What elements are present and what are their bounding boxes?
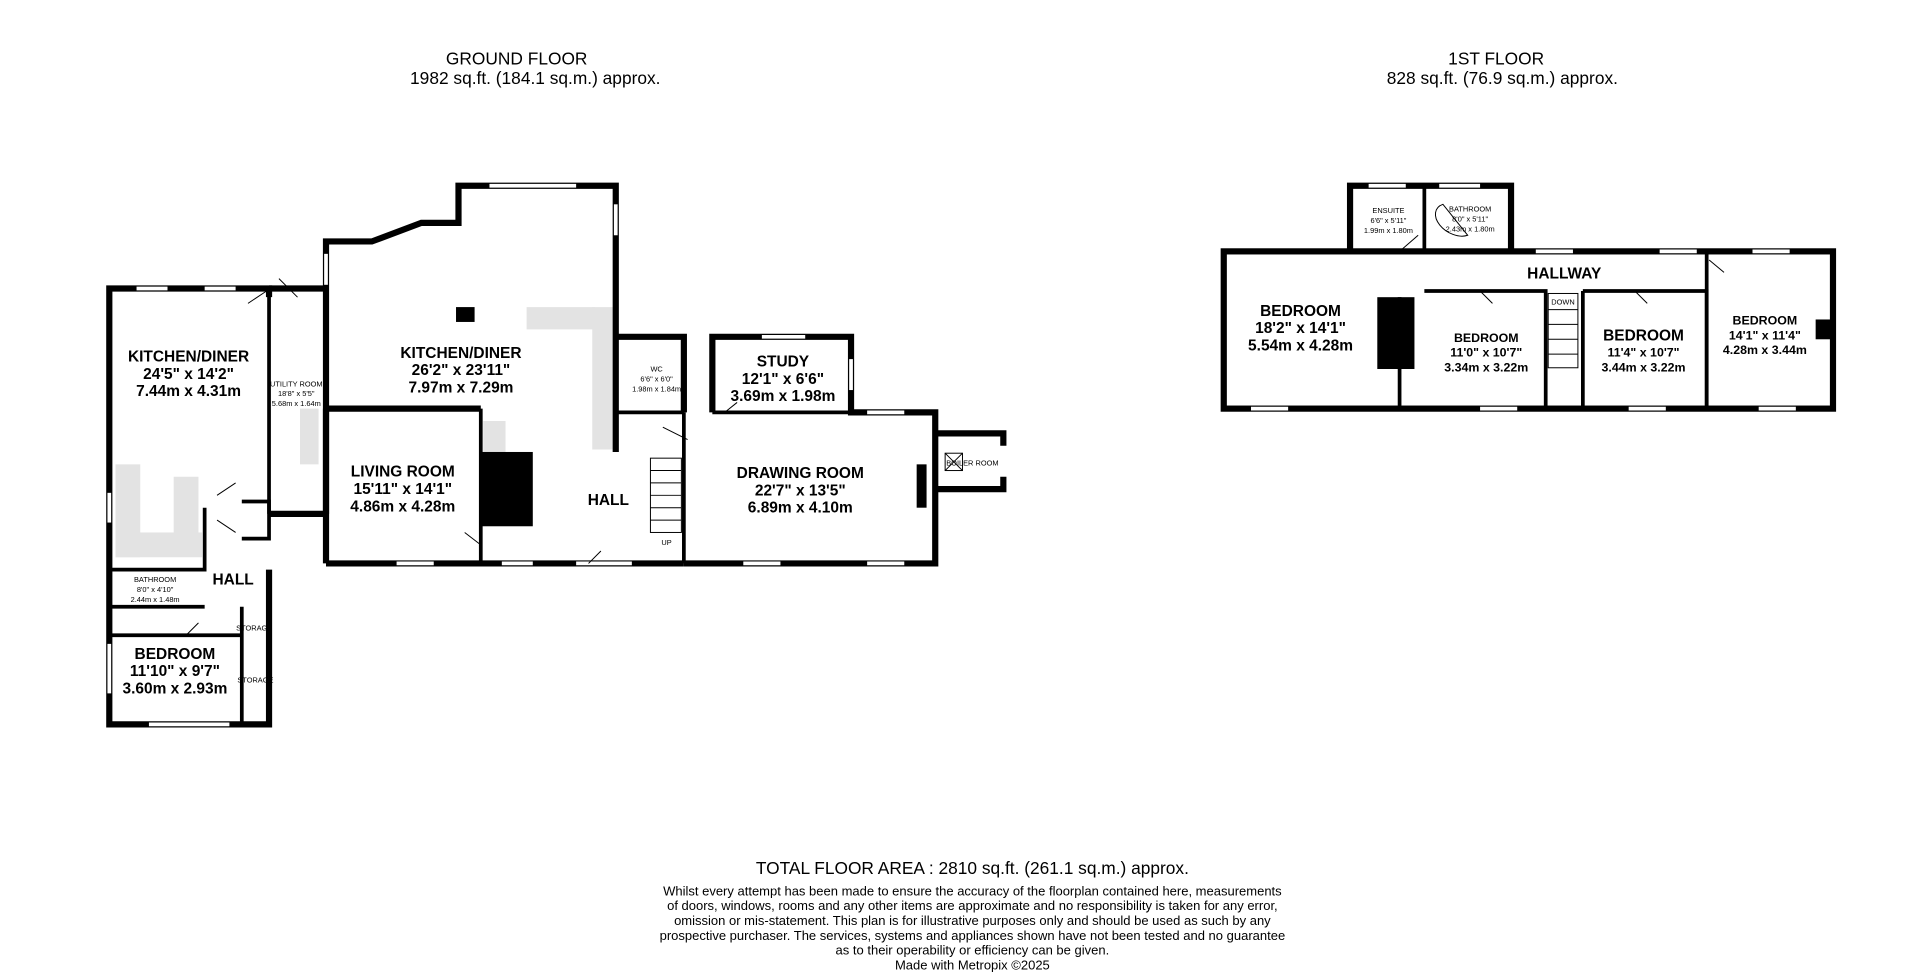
- room-size-metric: 5.54m x 4.28m: [1248, 337, 1353, 354]
- room-study: STUDY 12'1" x 6'6" 3.69m x 1.98m: [730, 354, 835, 406]
- room-name: BEDROOM: [1454, 331, 1519, 345]
- room-name: STUDY: [757, 354, 810, 371]
- room-name: UTILITY ROOM: [270, 379, 323, 388]
- stairs-up-label: UP: [661, 538, 671, 547]
- room-name: KITCHEN/DINER: [128, 349, 249, 366]
- room-size-metric: 6.89m x 4.10m: [748, 500, 853, 517]
- disclaimer-line: as to their operability or efficiency ca…: [836, 943, 1110, 958]
- room-name: BEDROOM: [1260, 303, 1341, 320]
- room-hall-left: HALL: [213, 571, 254, 588]
- room-size-metric: 1.99m x 1.80m: [1364, 226, 1413, 235]
- room-name: WC: [650, 364, 663, 373]
- room-size-metric: 4.28m x 3.44m: [1723, 343, 1807, 357]
- room-size-imperial: 11'10" x 9'7": [130, 663, 220, 680]
- room-bedroom-3: BEDROOM 11'4" x 10'7" 3.44m x 3.22m: [1602, 328, 1686, 375]
- ground-floor-area: 1982 sq.ft. (184.1 sq.m.) approx.: [410, 68, 660, 88]
- total-floor-area: TOTAL FLOOR AREA : 2810 sq.ft. (261.1 sq…: [756, 858, 1189, 878]
- disclaimer-line: prospective purchaser. The services, sys…: [660, 928, 1286, 943]
- room-size-imperial: 8'0" x 5'11": [1452, 215, 1488, 224]
- room-size-imperial: 8'0" x 4'10": [137, 585, 174, 594]
- disclaimer-line: Whilst every attempt has been made to en…: [663, 883, 1282, 898]
- room-size-metric: 3.60m x 2.93m: [122, 680, 227, 697]
- room-size-imperial: 14'1" x 11'4": [1729, 328, 1801, 342]
- room-hall-main: HALL: [588, 492, 629, 509]
- room-size-imperial: 11'4" x 10'7": [1608, 346, 1680, 360]
- room-size-metric: 7.44m x 4.31m: [136, 383, 241, 400]
- room-kitchen-diner-left: KITCHEN/DINER 24'5" x 14'2" 7.44m x 4.31…: [128, 349, 249, 401]
- room-size-metric: 3.69m x 1.98m: [730, 388, 835, 405]
- disclaimer-line: of doors, windows, rooms and any other i…: [667, 898, 1278, 913]
- room-storage-1: STORAGE: [236, 623, 272, 632]
- room-size-metric: 1.98m x 1.84m: [632, 384, 681, 393]
- room-kitchen-diner-main: KITCHEN/DINER 26'2" x 23'11" 7.97m x 7.2…: [400, 345, 521, 397]
- room-size-metric: 3.34m x 3.22m: [1444, 360, 1528, 374]
- room-name: BEDROOM: [135, 646, 216, 663]
- ground-floor-title: GROUND FLOOR: [446, 48, 588, 68]
- room-size-imperial: 11'0" x 10'7": [1450, 346, 1522, 360]
- disclaimer-line: omission or mis-statement. This plan is …: [674, 913, 1271, 928]
- room-name: BATHROOM: [1449, 205, 1491, 214]
- credit: Made with Metropix ©2025: [895, 958, 1050, 973]
- room-size-metric: 3.44m x 3.22m: [1602, 360, 1686, 374]
- room-size-metric: 7.97m x 7.29m: [409, 380, 514, 397]
- room-size-imperial: 12'1" x 6'6": [742, 371, 824, 388]
- room-size-metric: 2.43m x 1.80m: [1446, 225, 1495, 234]
- room-size-imperial: 15'11" x 14'1": [353, 481, 452, 498]
- room-name: BEDROOM: [1733, 313, 1798, 327]
- room-size-metric: 2.44m x 1.48m: [131, 595, 180, 604]
- room-utility: UTILITY ROOM 18'8" x 5'5" 5.68m x 1.64m: [270, 379, 323, 408]
- room-storage-2: STORAGE: [237, 675, 273, 684]
- room-size-imperial: 6'6" x 6'0": [640, 374, 673, 383]
- room-name: DRAWING ROOM: [737, 465, 864, 482]
- first-floor-title: 1ST FLOOR: [1448, 48, 1544, 68]
- first-floor-area: 828 sq.ft. (76.9 sq.m.) approx.: [1387, 68, 1618, 88]
- room-name: KITCHEN/DINER: [400, 345, 521, 362]
- room-size-imperial: 26'2" x 23'11": [412, 362, 511, 379]
- room-hallway: HALLWAY: [1527, 266, 1602, 283]
- room-size-imperial: 18'8" x 5'5": [278, 389, 315, 398]
- room-living: LIVING ROOM 15'11" x 14'1" 4.86m x 4.28m: [350, 464, 455, 516]
- room-size-metric: 5.68m x 1.64m: [272, 399, 321, 408]
- room-size-imperial: 18'2" x 14'1": [1255, 320, 1346, 337]
- room-drawing: DRAWING ROOM 22'7" x 13'5" 6.89m x 4.10m: [737, 465, 864, 517]
- room-bedroom-4: BEDROOM 14'1" x 11'4" 4.28m x 3.44m: [1723, 313, 1807, 357]
- room-wc: WC 6'6" x 6'0" 1.98m x 1.84m: [632, 364, 681, 393]
- room-bedroom-1: BEDROOM 18'2" x 14'1" 5.54m x 4.28m: [1248, 303, 1353, 355]
- room-name: LIVING ROOM: [351, 464, 455, 481]
- room-name: ENSUITE: [1372, 206, 1404, 215]
- room-boiler: BOILER ROOM: [946, 459, 998, 468]
- room-size-imperial: 22'7" x 13'5": [755, 482, 846, 499]
- room-size-imperial: 6'6" x 5'11": [1370, 216, 1406, 225]
- stairs-down-label: DOWN: [1551, 298, 1574, 307]
- ground-floor-plan: KITCHEN/DINER 24'5" x 14'2" 7.44m x 4.31…: [106, 182, 1007, 728]
- room-bathroom-first: BATHROOM 8'0" x 5'11" 2.43m x 1.80m: [1446, 205, 1495, 234]
- room-bedroom-2: BEDROOM 11'0" x 10'7" 3.34m x 3.22m: [1444, 331, 1528, 375]
- room-name: BATHROOM: [134, 575, 176, 584]
- first-floor-plan: ENSUITE 6'6" x 5'11" 1.99m x 1.80m BATHR…: [1220, 182, 1837, 412]
- room-bedroom-ground: BEDROOM 11'10" x 9'7" 3.60m x 2.93m: [122, 646, 227, 698]
- room-bathroom-ground: BATHROOM 8'0" x 4'10" 2.44m x 1.48m: [131, 575, 180, 604]
- room-ensuite: ENSUITE 6'6" x 5'11" 1.99m x 1.80m: [1364, 206, 1413, 235]
- room-name: BEDROOM: [1603, 328, 1684, 345]
- room-size-imperial: 24'5" x 14'2": [143, 366, 234, 383]
- room-size-metric: 4.86m x 4.28m: [350, 498, 455, 515]
